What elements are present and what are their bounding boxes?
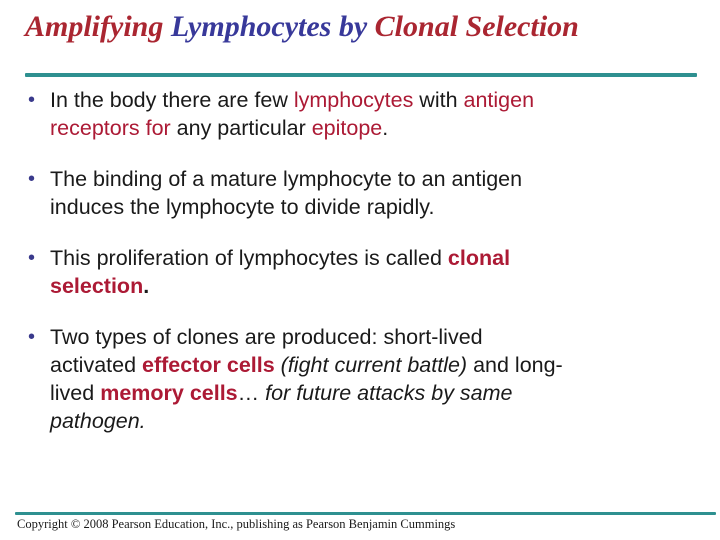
- bullet-list: • In the body there are few lymphocytes …: [28, 86, 704, 458]
- text-segment: lymphocytes: [293, 88, 414, 112]
- title-divider: [25, 73, 697, 77]
- text-segment: lived: [50, 381, 101, 405]
- bullet-dot-icon: •: [28, 168, 36, 190]
- text-segment: This proliferation of lymphocytes is cal…: [50, 246, 448, 270]
- text-segment: induces the lymphocyte to divide rapidly…: [50, 195, 435, 219]
- bullet-text: In the body there are few lymphocytes wi…: [50, 86, 704, 142]
- text-segment: epitope: [311, 116, 383, 140]
- bullet-text: Two types of clones are produced: short-…: [50, 323, 704, 435]
- text-segment: any particular: [170, 116, 312, 140]
- text-segment: antigen: [463, 88, 535, 112]
- bullet-item: • This proliferation of lymphocytes is c…: [28, 244, 704, 300]
- text-segment: clonal: [447, 246, 511, 270]
- slide-title: Amplifying Lymphocytes by Clonal Selecti…: [25, 8, 579, 46]
- copyright-text: Copyright © 2008 Pearson Education, Inc.…: [17, 517, 456, 531]
- text-segment: for future attacks by same: [265, 381, 513, 405]
- text-segment: Clonal Selection: [374, 10, 579, 43]
- text-segment: receptors for: [50, 116, 171, 140]
- text-segment: …: [237, 381, 266, 405]
- text-segment: with: [413, 88, 464, 112]
- text-segment: .: [382, 116, 389, 140]
- text-segment: Lymphocytes by: [170, 10, 375, 43]
- text-segment: activated: [50, 353, 143, 377]
- bullet-item: • Two types of clones are produced: shor…: [28, 323, 704, 435]
- text-segment: pathogen.: [50, 409, 146, 433]
- bullet-text: The binding of a mature lymphocyte to an…: [50, 165, 704, 221]
- bullet-dot-icon: •: [28, 326, 36, 348]
- text-segment: selection: [50, 274, 144, 298]
- text-segment: (fight current battle): [280, 353, 468, 377]
- text-segment: effector cells: [142, 353, 275, 377]
- text-segment: In the body there are few: [50, 88, 294, 112]
- text-segment: .: [143, 274, 150, 298]
- text-segment: Amplifying: [25, 10, 171, 43]
- bullet-text: This proliferation of lymphocytes is cal…: [50, 244, 704, 300]
- footer-divider: [15, 512, 716, 515]
- bullet-dot-icon: •: [28, 89, 36, 111]
- text-segment: and long-: [467, 353, 563, 377]
- bullet-item: • In the body there are few lymphocytes …: [28, 86, 704, 142]
- bullet-dot-icon: •: [28, 247, 36, 269]
- text-segment: memory cells: [100, 381, 238, 405]
- text-segment: Two types of clones are produced: short-…: [50, 325, 483, 349]
- bullet-item: • The binding of a mature lymphocyte to …: [28, 165, 704, 221]
- text-segment: The binding of a mature lymphocyte to an…: [50, 167, 523, 191]
